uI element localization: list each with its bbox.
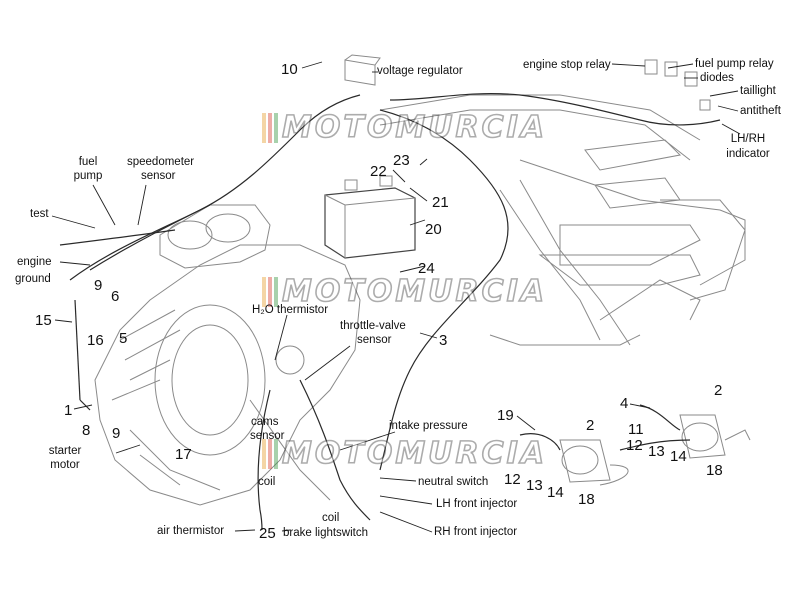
label-voltage-regulator: voltage regulator — [377, 65, 463, 77]
label-rh-front-injector: RH front injector — [434, 526, 518, 538]
callout-15: 15 — [35, 312, 52, 329]
callout-14: 14 — [547, 484, 564, 501]
label-test: test — [30, 208, 49, 220]
callout-22: 22 — [370, 163, 387, 180]
callout-12: 12 — [626, 437, 643, 454]
label-lh-rh: LH/RH — [730, 133, 766, 145]
label-pump: pump — [73, 170, 103, 182]
label-speedometer: speedometer — [127, 156, 195, 168]
callout-14: 14 — [670, 448, 687, 465]
callout-18: 18 — [706, 462, 723, 479]
callout-23: 23 — [393, 152, 410, 169]
callout-6: 6 — [111, 288, 120, 305]
label-motor: motor — [50, 459, 80, 471]
callout-11: 11 — [628, 421, 644, 438]
label-h2o-thermistor: H₂O thermistor — [252, 304, 329, 316]
label-sensor: sensor — [141, 170, 176, 182]
label-cams-sensor: sensor — [250, 430, 285, 442]
label-lh-front-injector: LH front injector — [436, 498, 518, 510]
callout-13: 13 — [648, 443, 665, 460]
callout-17: 17 — [175, 446, 192, 463]
callout-20: 20 — [425, 221, 442, 238]
callout-5: 5 — [119, 330, 128, 347]
callout-12: 12 — [504, 471, 521, 488]
callout-4: 4 — [620, 395, 629, 412]
label-throttle-sensor: sensor — [357, 334, 392, 346]
label-engine: engine — [17, 256, 52, 268]
callout-1: 1 — [64, 402, 73, 419]
callout-9: 9 — [94, 277, 103, 294]
callout-8: 8 — [82, 422, 91, 439]
callout-2: 2 — [586, 417, 595, 434]
label-coil: coil — [258, 476, 276, 488]
label-taillight: taillight — [740, 85, 776, 97]
label-cams: cams — [251, 416, 279, 428]
callout-16: 16 — [87, 332, 104, 349]
callout-21: 21 — [432, 194, 449, 211]
label-coil: coil — [322, 512, 340, 524]
label-throttle-valve: throttle-valve — [340, 320, 406, 332]
callout-9: 9 — [112, 425, 121, 442]
label-intake-pressure: intake pressure — [389, 420, 468, 432]
callout-10: 10 — [281, 61, 298, 78]
label-indicator: indicator — [726, 148, 770, 160]
label-neutral-switch: neutral switch — [418, 476, 489, 488]
label-brake-lightswitch: brake lightswitch — [283, 527, 369, 539]
callout-2: 2 — [714, 382, 723, 399]
label-fuel: fuel — [78, 156, 98, 168]
label-engine-stop-relay: engine stop relay — [523, 59, 611, 71]
callout-18: 18 — [578, 491, 595, 508]
label-ground: ground — [15, 273, 51, 285]
callout-19: 19 — [497, 407, 514, 424]
label-diodes: diodes — [700, 72, 734, 84]
callout-3: 3 — [439, 332, 448, 349]
label-starter: starter — [48, 445, 82, 457]
label-fuel-pump-relay: fuel pump relay — [695, 58, 774, 70]
label-air-thermistor: air thermistor — [157, 525, 225, 537]
callout-13: 13 — [526, 477, 543, 494]
callout-25: 25 — [259, 525, 276, 542]
label-antitheft: antitheft — [740, 105, 781, 117]
callout-24: 24 — [418, 260, 435, 277]
